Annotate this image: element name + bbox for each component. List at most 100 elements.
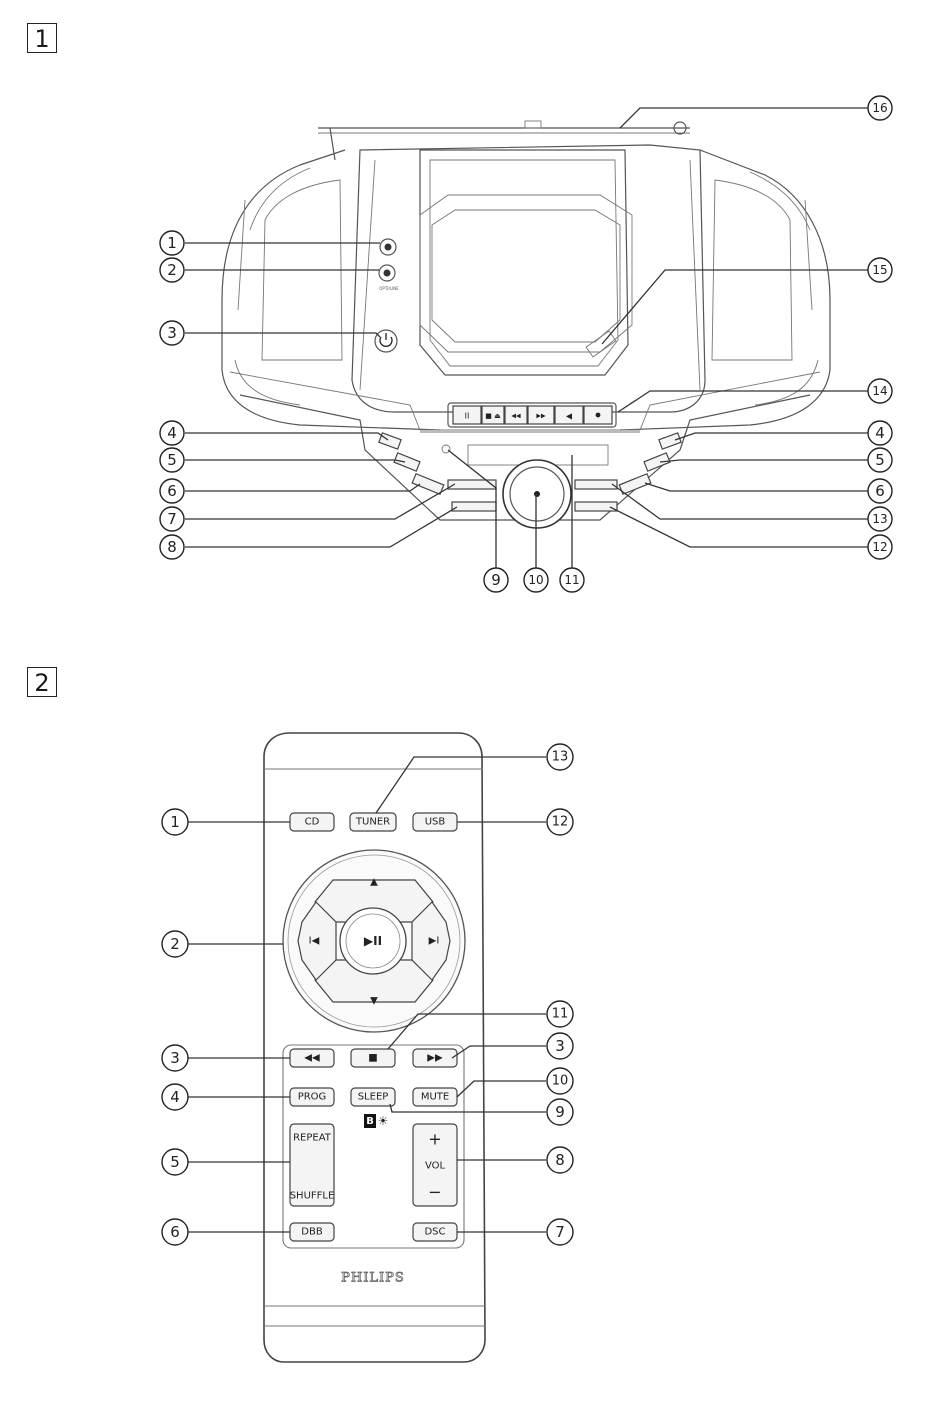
play-pause-button[interactable] xyxy=(339,907,407,975)
svg-text:■: ■ xyxy=(368,1053,377,1064)
cd-rewind-button[interactable] xyxy=(504,405,528,425)
fig2-callout-4: 4 xyxy=(161,1083,189,1111)
fig2-callout-6: 6 xyxy=(161,1218,189,1246)
headphone-jack[interactable] xyxy=(379,238,397,256)
svg-text:3: 3 xyxy=(167,324,177,342)
svg-text:USB: USB xyxy=(425,817,446,828)
tuner-button[interactable] xyxy=(349,812,397,832)
svg-text:7: 7 xyxy=(167,510,177,528)
cd-play-pause-button[interactable] xyxy=(452,405,482,425)
fig2-callout-10: 10 xyxy=(546,1067,574,1095)
fig1-callout-5-right: 5 xyxy=(867,447,893,473)
stop-button[interactable] xyxy=(350,1048,396,1068)
fig1-callout-16: 16 xyxy=(867,95,893,121)
fig2-callout-13: 13 xyxy=(546,743,574,771)
svg-text:9: 9 xyxy=(555,1103,565,1121)
svg-text:5: 5 xyxy=(170,1153,180,1171)
fig1-callout-10: 10 xyxy=(523,567,549,593)
svg-text:▶II: ▶II xyxy=(364,934,382,948)
next-button[interactable] xyxy=(411,901,451,981)
svg-text:II: II xyxy=(465,412,470,421)
fig2-callout-2: 2 xyxy=(161,930,189,958)
right-button-4[interactable] xyxy=(658,432,682,450)
figure-number-2: 2 xyxy=(27,667,57,697)
svg-text:▲: ▲ xyxy=(370,877,378,888)
svg-text:TUNER: TUNER xyxy=(355,817,390,828)
svg-text:▶I: ▶I xyxy=(429,936,440,947)
svg-text:−: − xyxy=(428,1183,441,1202)
right-button-5[interactable] xyxy=(643,452,671,472)
remote-diagram: CD TUNER USB ▲ ▼ I◀ ▶I ▶II ◀◀ ■ ▶▶ PROG … xyxy=(161,732,574,1363)
svg-text:15: 15 xyxy=(872,263,887,277)
svg-text:13: 13 xyxy=(872,512,887,526)
svg-text:14: 14 xyxy=(872,384,887,398)
svg-text:8: 8 xyxy=(167,538,177,556)
source-button[interactable] xyxy=(447,479,497,490)
svg-text:11: 11 xyxy=(552,1007,569,1022)
power-button[interactable] xyxy=(374,329,398,353)
usb-port[interactable] xyxy=(585,330,617,358)
surround-button[interactable] xyxy=(574,479,618,490)
cd-stop-eject-button[interactable] xyxy=(481,405,505,425)
svg-text:1: 1 xyxy=(167,234,177,252)
svg-text:3: 3 xyxy=(555,1037,565,1055)
svg-text:4: 4 xyxy=(170,1088,180,1106)
brand-logo: PHILIPS xyxy=(341,1271,405,1286)
backlight-icon xyxy=(364,1114,376,1128)
cd-prev-button[interactable] xyxy=(554,405,584,425)
fig2-callout-12: 12 xyxy=(546,808,574,836)
svg-text:▶▶: ▶▶ xyxy=(536,413,546,420)
svg-text:◀◀: ◀◀ xyxy=(511,413,521,420)
svg-text:SHUFFLE: SHUFFLE xyxy=(290,1191,335,1202)
fig1-callout-9: 9 xyxy=(483,567,509,593)
svg-text:B: B xyxy=(366,1116,374,1127)
volume-rocker[interactable] xyxy=(412,1123,458,1207)
prev-button[interactable] xyxy=(297,901,337,981)
fig1-callout-7: 7 xyxy=(159,506,185,532)
fig2-callout-9: 9 xyxy=(546,1098,574,1126)
svg-text:I◀: I◀ xyxy=(309,936,320,947)
fig2-callout-11: 11 xyxy=(546,1000,574,1028)
svg-text:CD: CD xyxy=(305,817,320,828)
left-button-6[interactable] xyxy=(411,472,445,496)
right-button-6[interactable] xyxy=(618,472,652,496)
svg-text:16: 16 xyxy=(872,101,887,115)
svg-text:MUTE: MUTE xyxy=(421,1092,449,1103)
repeat-shuffle-button[interactable] xyxy=(289,1123,335,1207)
fig1-callout-1: 1 xyxy=(159,230,185,256)
line-in-jack[interactable] xyxy=(378,264,396,282)
fig1-callout-11: 11 xyxy=(559,567,585,593)
front-panel xyxy=(351,144,706,413)
fig1-callout-13: 13 xyxy=(867,506,893,532)
svg-text:10: 10 xyxy=(552,1074,569,1089)
svg-text:SLEEP: SLEEP xyxy=(358,1092,389,1103)
cd-forward-button[interactable] xyxy=(527,405,555,425)
fig2-callout-3-left: 3 xyxy=(161,1044,189,1072)
svg-text:1: 1 xyxy=(170,813,180,831)
svg-text:12: 12 xyxy=(872,540,887,554)
svg-text:8: 8 xyxy=(555,1151,565,1169)
svg-text:6: 6 xyxy=(170,1223,180,1241)
svg-text:7: 7 xyxy=(555,1223,565,1241)
cd-transport-strip xyxy=(447,402,617,428)
fig1-callout-8: 8 xyxy=(159,534,185,560)
svg-text:4: 4 xyxy=(167,424,177,442)
fast-forward-button[interactable] xyxy=(412,1048,458,1068)
svg-text:DSC: DSC xyxy=(424,1227,445,1238)
svg-text:■ ⏏: ■ ⏏ xyxy=(485,412,500,420)
fig1-callout-3: 3 xyxy=(159,320,185,346)
fig2-callout-1: 1 xyxy=(161,808,189,836)
fig1-callout-2: 2 xyxy=(159,257,185,283)
svg-text:4: 4 xyxy=(875,424,885,442)
left-speaker-housing xyxy=(221,149,346,370)
svg-text:9: 9 xyxy=(491,571,501,589)
sleep-button[interactable] xyxy=(350,1087,396,1107)
svg-text:2: 2 xyxy=(167,261,177,279)
fig2-callout-3-right: 3 xyxy=(546,1032,574,1060)
figure-number-1: 1 xyxy=(27,23,57,53)
dbb-button[interactable] xyxy=(451,501,497,512)
left-button-5[interactable] xyxy=(393,452,421,472)
usb-mode-button[interactable] xyxy=(574,501,618,512)
fig1-callout-15: 15 xyxy=(867,257,893,283)
svg-text:5: 5 xyxy=(167,451,177,469)
